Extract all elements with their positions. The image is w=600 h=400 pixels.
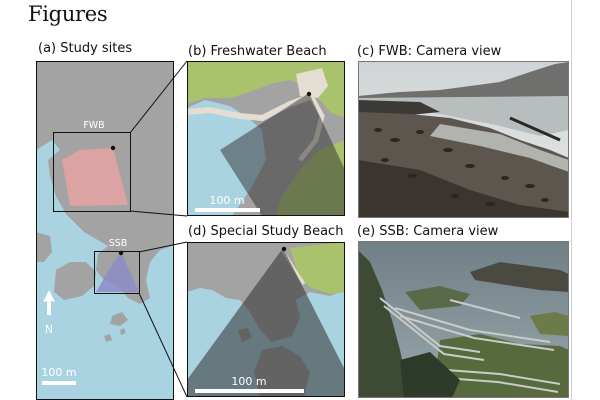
page-heading: Figures [28, 2, 108, 26]
panel-a-map [36, 61, 174, 400]
panel-c-label: (c) FWB: Camera view [357, 44, 502, 59]
c-pipe [509, 116, 561, 142]
e-rocks-right [530, 312, 569, 336]
ssb-connector-bottom [138, 292, 188, 398]
ssb-connector-top [138, 241, 188, 253]
fwb-camera-location-icon [110, 145, 116, 151]
fwb-connector-bottom [129, 210, 188, 217]
map-islet-2 [104, 334, 112, 342]
panel-a-scale-bar [42, 381, 76, 385]
map-islet-3 [120, 328, 126, 335]
panel-d-scale-label: 100 m [231, 375, 266, 388]
north-arrow-icon [43, 290, 55, 315]
panel-d-scale-bar [195, 389, 304, 393]
ssb-camera-location-icon [118, 250, 124, 256]
map-land-west [36, 232, 52, 262]
panel-a-scale-label: 100 m [41, 366, 76, 379]
panel-b-scale-bar [195, 208, 260, 212]
panel-c-frame [358, 61, 569, 218]
c-seals [374, 128, 549, 206]
fwb-view-area [62, 148, 128, 206]
e-rock-middle [405, 286, 470, 310]
map-land-peninsula [54, 262, 96, 300]
panel-b-scale-label: 100 m [209, 194, 244, 207]
panel-e-label: (e) SSB: Camera view [357, 224, 499, 239]
b-camera-location-icon [306, 91, 312, 97]
c-wet-sand [430, 124, 569, 172]
panel-b-label: (b) Freshwater Beach [188, 44, 327, 59]
c-rocks-left [358, 100, 440, 116]
e-foreground-shrubs [400, 352, 460, 398]
panel-c-photo [358, 61, 569, 218]
panel-b-map [187, 61, 345, 216]
north-label: N [45, 323, 53, 336]
panel-a-label: (a) Study sites [38, 41, 133, 56]
panel-b-frame [187, 61, 345, 216]
b-track [187, 93, 314, 122]
panel-d-map [187, 242, 345, 397]
ssb-inset-box [94, 251, 140, 294]
page-edge-divider [571, 0, 572, 400]
fwb-site-label: FWB [83, 120, 104, 131]
d-camera-location-icon [281, 246, 287, 252]
c-mountains [358, 62, 569, 100]
ssb-site-label: SSB [109, 238, 128, 249]
map-islet-1 [110, 312, 128, 326]
fwb-connector-top [129, 60, 188, 134]
panel-d-label: (d) Special Study Beach [188, 224, 344, 239]
panel-e-photo [358, 241, 569, 398]
panel-d-frame [187, 242, 345, 397]
fwb-inset-box [53, 132, 131, 212]
e-rock-right [470, 262, 569, 292]
b-building-area [296, 68, 328, 98]
panel-e-frame [358, 241, 569, 398]
b-camera-cone [220, 93, 345, 216]
d-camera-cone [187, 248, 345, 397]
ssb-view-area [96, 252, 139, 292]
e-vegetation-left [358, 250, 410, 398]
